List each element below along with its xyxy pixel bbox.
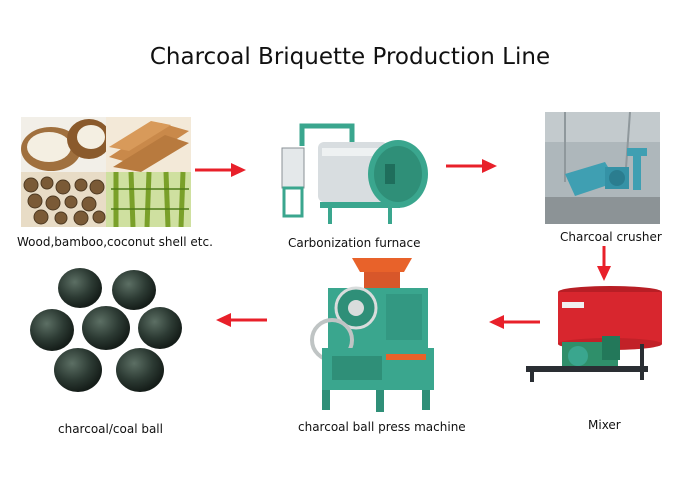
step-label-ball-press-machine: charcoal ball press machine	[298, 420, 466, 434]
charcoal-crusher-photo	[545, 112, 660, 224]
mixer-photo	[522, 284, 670, 384]
arrow-left-icon	[215, 312, 267, 328]
arrow-left-icon	[488, 314, 540, 330]
step-label-charcoal-crusher: Charcoal crusher	[560, 230, 662, 244]
charcoal-balls-photo	[22, 258, 187, 403]
step-label-carbonization-furnace: Carbonization furnace	[288, 236, 421, 250]
arrow-right-icon	[195, 162, 247, 178]
arrow-right-icon	[446, 158, 498, 174]
raw-materials-photo	[21, 117, 191, 227]
arrow-down-icon	[596, 246, 612, 282]
step-label-raw-materials: Wood,bamboo,coconut shell etc.	[17, 235, 213, 249]
diagram-title: Charcoal Briquette Production Line	[149, 44, 551, 70]
step-label-mixer: Mixer	[588, 418, 621, 432]
step-label-charcoal-balls: charcoal/coal ball	[58, 422, 163, 436]
carbonization-furnace-photo	[270, 118, 430, 228]
ball-press-machine-photo	[302, 258, 434, 413]
